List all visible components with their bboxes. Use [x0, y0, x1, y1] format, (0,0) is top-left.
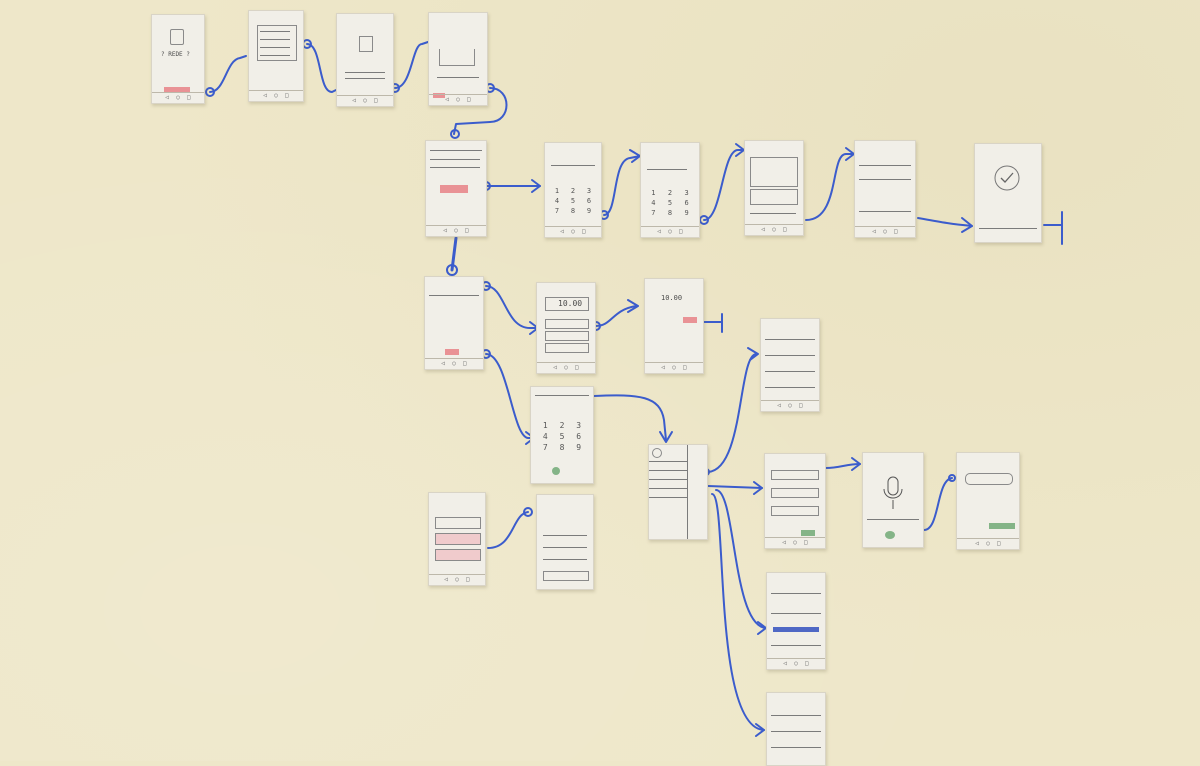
screen-settings — [766, 692, 826, 766]
screen-welcome-1: ? REDE ? — [151, 14, 205, 104]
key-2: 2 — [559, 421, 565, 430]
screen-welcome-2 — [248, 10, 304, 102]
key-3: 3 — [576, 421, 582, 430]
key-5: 5 — [559, 432, 565, 441]
screen-voice-record — [862, 452, 924, 548]
screen-contacts — [428, 492, 486, 586]
screen-numpad: 1 2 3 4 5 6 7 8 9 — [530, 386, 594, 484]
key-7: 7 — [542, 443, 548, 452]
key-1: 1 — [542, 421, 548, 430]
screen-pay — [424, 276, 484, 370]
screen-amount: 10.00 — [536, 282, 596, 374]
screen-success — [974, 143, 1042, 243]
key-4: 4 — [542, 432, 548, 441]
microphone-icon — [883, 476, 903, 509]
screen-choose-option — [744, 140, 804, 236]
screen-amount-confirm: 10.00 — [644, 278, 704, 374]
amount-display: 10.00 — [558, 299, 583, 308]
screen-welcome-3 — [336, 13, 394, 107]
screen-side-menu — [648, 444, 708, 540]
key-6: 6 — [576, 432, 582, 441]
screen-home — [425, 140, 487, 237]
key-9: 9 — [576, 443, 582, 452]
screen-voice-playback — [956, 452, 1020, 550]
screen-top-up — [536, 494, 594, 590]
key-8: 8 — [559, 443, 565, 452]
screen-history — [760, 318, 820, 412]
screen-profile — [766, 572, 826, 670]
amount-confirm: 10.00 — [661, 294, 683, 302]
screen-welcome-4 — [428, 12, 488, 106]
screen-voice-mail — [764, 453, 826, 549]
checkmark-icon — [994, 165, 1020, 191]
screen-accounts — [854, 140, 916, 238]
